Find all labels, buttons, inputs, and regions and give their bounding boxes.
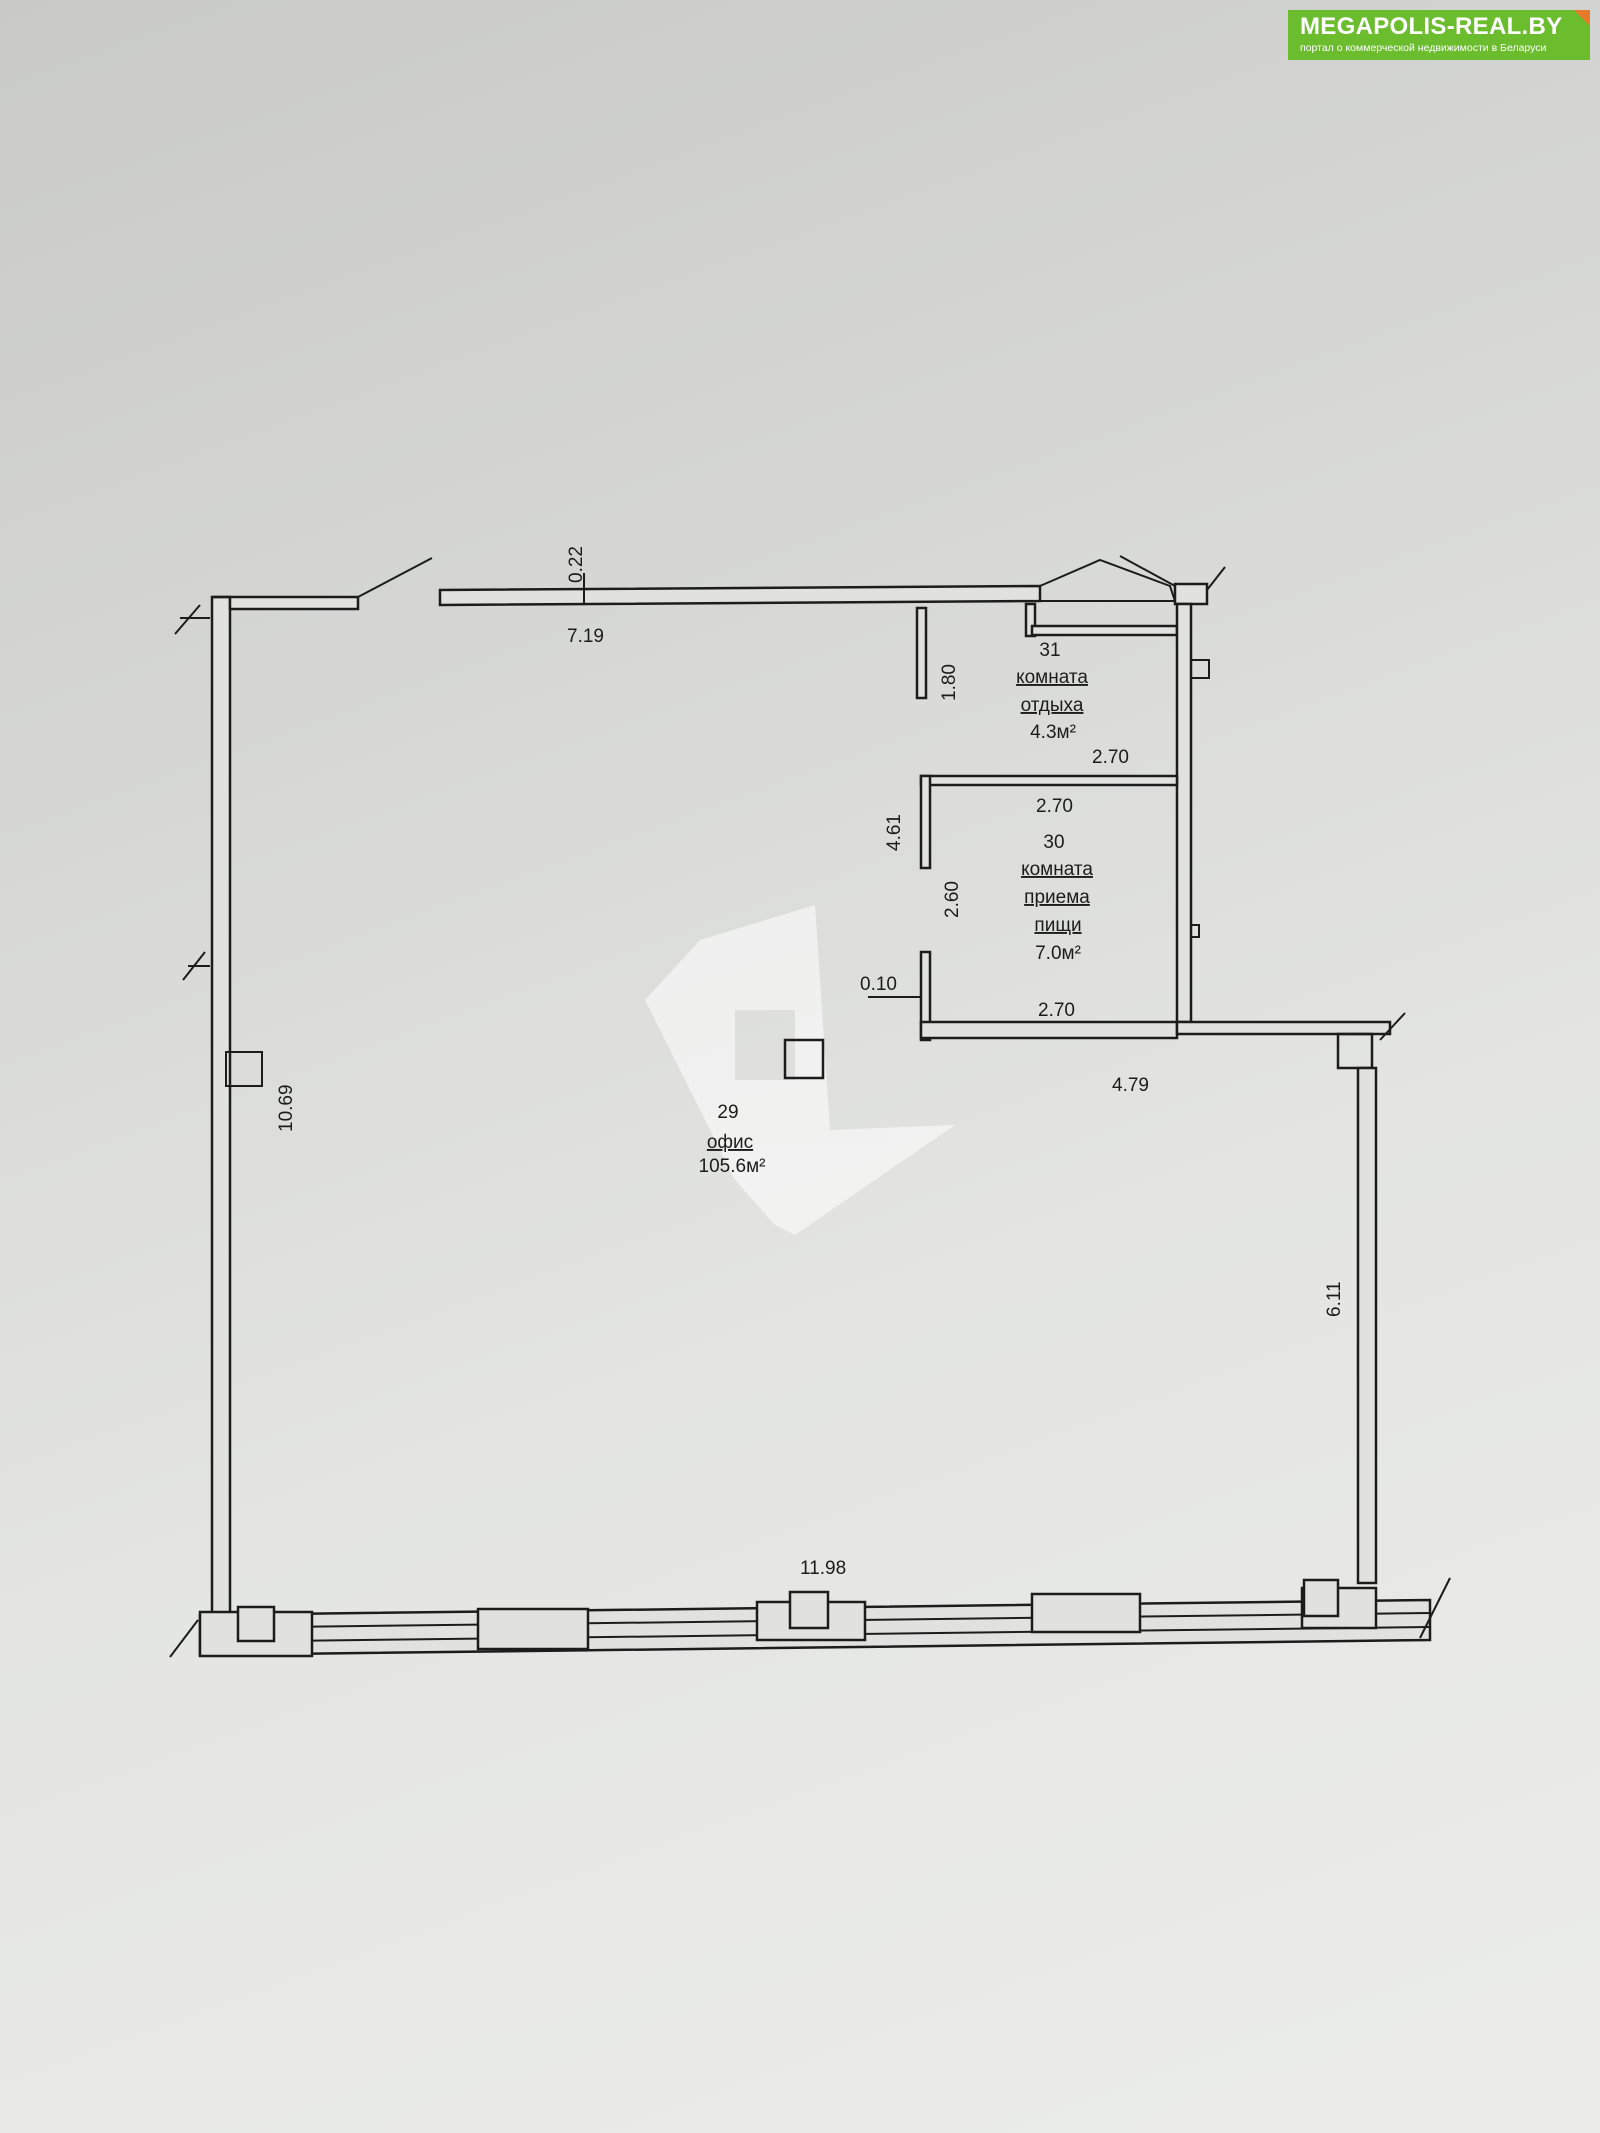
room-name: офис xyxy=(707,1132,753,1153)
dim-right-wall: 6.11 xyxy=(1324,1281,1345,1317)
brand-logo[interactable]: MEGAPOLIS-REAL.BY портал о коммерческой … xyxy=(1288,10,1590,60)
room-name: комната xyxy=(1016,667,1088,688)
room-name: отдыха xyxy=(1021,695,1084,716)
room-area: 7.0м² xyxy=(1035,943,1081,964)
dim-partition-upper: 1.80 xyxy=(939,664,960,701)
dim-left-wall: 10.69 xyxy=(276,1084,297,1132)
dim-room30-top: 2.70 xyxy=(1036,796,1073,817)
watermark-logo xyxy=(645,905,955,1235)
dim-partition-lower: 2.60 xyxy=(942,881,963,918)
brand-name: MEGAPOLIS-REAL.BY xyxy=(1300,13,1563,40)
left-wall xyxy=(174,595,263,1617)
room-30-label: 30 комната приема пищи 7.0м² xyxy=(1021,832,1093,964)
dim-partition-mid: 4.61 xyxy=(884,814,905,851)
dim-room31-width: 2.70 xyxy=(1092,747,1129,768)
partitions xyxy=(868,602,1406,1042)
room-name: приема xyxy=(1024,887,1090,908)
dim-top-wall: 7.19 xyxy=(567,626,604,647)
room-number: 29 xyxy=(717,1102,738,1123)
dim-bottom-wall: 11.98 xyxy=(800,1558,846,1579)
room-name: пищи xyxy=(1034,915,1081,936)
top-wall xyxy=(212,555,1226,611)
columns xyxy=(783,1032,1374,1080)
dim-partition-gap: 0.10 xyxy=(860,974,897,995)
room-number: 31 xyxy=(1039,640,1060,661)
room-number: 30 xyxy=(1043,832,1064,853)
right-wall xyxy=(1356,1066,1378,1585)
dim-top-wall-thickness: 0.22 xyxy=(566,546,587,583)
room-29-label: 29 офис 105.6м² xyxy=(699,1102,766,1177)
brand-corner-icon xyxy=(1574,10,1590,26)
room-name: комната xyxy=(1021,859,1093,880)
dimension-labels: 7.19 0.22 10.69 11.98 6.11 4.79 1.80 4.6… xyxy=(276,546,1345,1579)
dim-right-step: 4.79 xyxy=(1112,1075,1149,1096)
room-labels: 29 офис 105.6м² 30 комната приема пищи 7… xyxy=(699,640,1094,1177)
bottom-wall xyxy=(169,1577,1451,1658)
brand-tagline: портал о коммерческой недвижимости в Бел… xyxy=(1300,42,1547,54)
dim-room30-bottom: 2.70 xyxy=(1038,1000,1075,1021)
room-31-label: 31 комната отдыха 4.3м² xyxy=(1016,640,1088,743)
room-area: 4.3м² xyxy=(1030,722,1076,743)
room-area: 105.6м² xyxy=(699,1156,766,1177)
